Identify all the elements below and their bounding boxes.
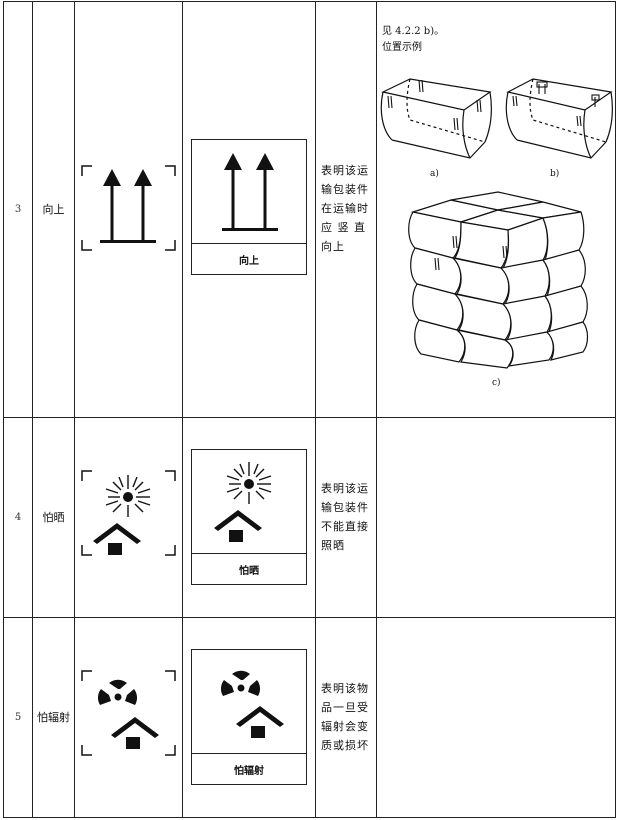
protect-from-radiation-icon <box>220 670 284 738</box>
row-number: 5 <box>14 711 22 723</box>
row-number: 4 <box>14 511 22 523</box>
example-note: 见 4.2.2 b)。 位置示例 <box>382 26 445 53</box>
description-text: 表明该物 品一旦受 辐射会变 质或损坏 <box>321 682 369 752</box>
keep-away-from-sunlight-icon <box>214 462 272 542</box>
example-caption-a: a) <box>430 169 439 179</box>
col-divider-5 <box>376 1 377 818</box>
package-example-b-illustration <box>505 78 613 159</box>
col-divider-4 <box>315 1 316 818</box>
label-caption: 向上 <box>192 243 306 274</box>
table-border-top <box>3 1 616 2</box>
label-sample: 向上 <box>191 139 307 275</box>
table-border-left <box>3 1 4 818</box>
label-caption: 怕晒 <box>192 553 306 584</box>
protect-from-radiation-icon <box>81 670 176 756</box>
row-name: 怕辐射 <box>37 711 70 724</box>
row-name: 向上 <box>42 203 65 216</box>
example-caption-c: c) <box>492 378 501 388</box>
row-name: 怕晒 <box>42 511 65 524</box>
arrows-up-icon <box>222 153 278 231</box>
table-border-bottom <box>3 817 616 818</box>
stacked-packages-illustration <box>408 191 589 369</box>
label-caption: 怕辐射 <box>192 753 306 784</box>
label-sample: 怕辐射 <box>191 649 307 785</box>
label-sample: 怕晒 <box>191 449 307 585</box>
table-border-right <box>615 1 616 818</box>
description-text: 表明该运 输包装件 不能直接 照晒 <box>321 482 369 552</box>
row-number: 3 <box>14 203 22 215</box>
col-divider-1 <box>32 1 33 818</box>
example-caption-b: b) <box>550 169 560 179</box>
table-divider-row-3-4 <box>3 417 616 418</box>
package-example-a-illustration <box>380 78 492 159</box>
keep-away-from-sunlight-icon <box>81 470 176 556</box>
description-text: 表明该运 输包装件 在运输时 应 竖 直 向上 <box>321 164 369 253</box>
col-divider-2 <box>74 1 75 818</box>
arrows-up-icon <box>81 165 176 251</box>
table-divider-row-4-5 <box>3 617 616 618</box>
col-divider-3 <box>182 1 183 818</box>
